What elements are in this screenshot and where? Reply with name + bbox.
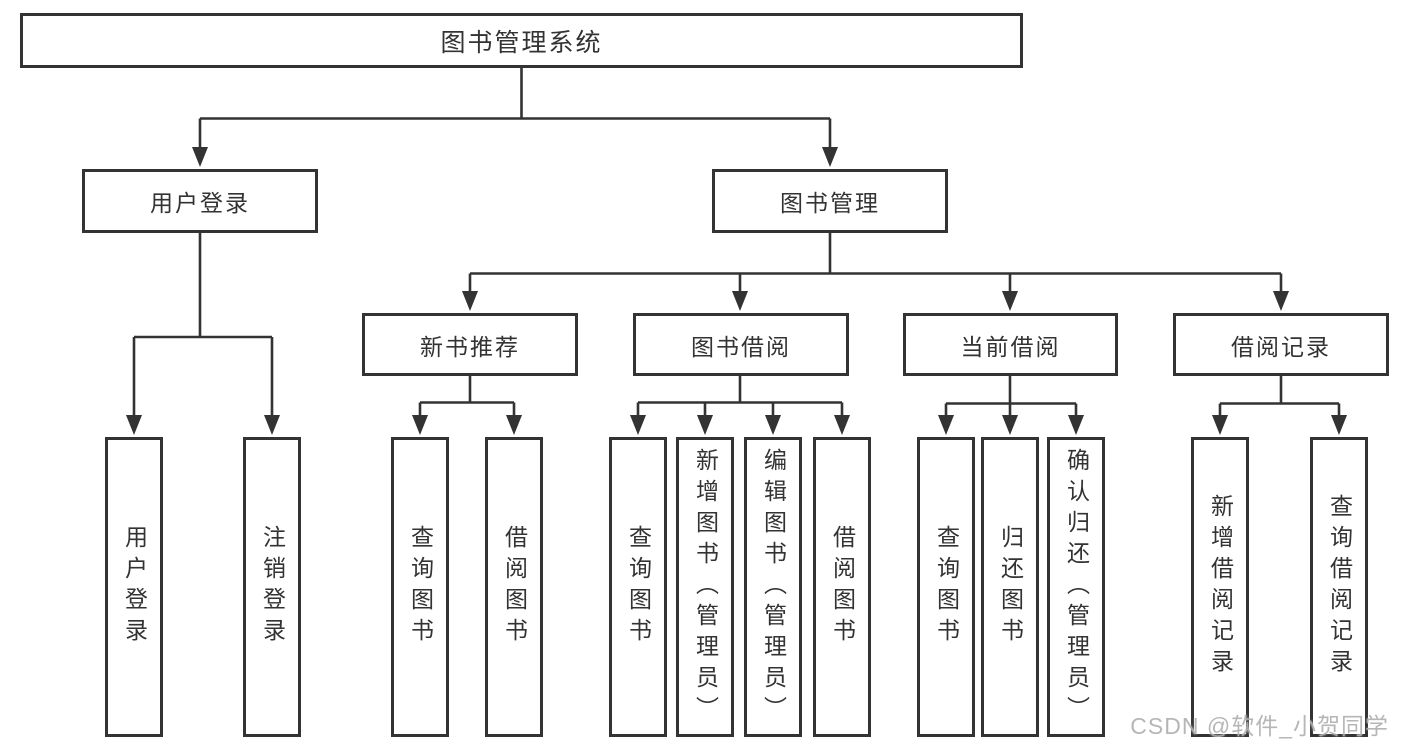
arrowhead [630, 415, 646, 435]
connector-book-borrow-branch [630, 376, 850, 435]
leaf-user-login: 用户登录 [105, 437, 163, 737]
arrowhead [506, 415, 522, 435]
leaf-borrow-books-recommend: 借阅图书 [485, 437, 543, 737]
arrowhead [1331, 415, 1347, 435]
watermark-csdn: CSDN @软件_小贺同学 [1130, 713, 1389, 739]
node-user-login: 用户登录 [82, 169, 318, 233]
connector-new-book-branch [412, 376, 522, 435]
node-book-management: 图书管理 [712, 169, 948, 233]
arrowhead [462, 291, 478, 311]
arrowhead [697, 415, 713, 435]
leaf-add-book-admin: 新增图书（管理员） [676, 437, 734, 737]
leaf-edit-book-admin: 编辑图书（管理员） [744, 437, 802, 737]
arrowhead [1068, 415, 1084, 435]
arrowhead [1212, 415, 1228, 435]
arrowhead [822, 147, 838, 167]
arrowhead [765, 415, 781, 435]
leaf-query-books-recommend: 查询图书 [391, 437, 449, 737]
leaf-confirm-return-admin: 确认归还（管理员） [1047, 437, 1105, 737]
arrowhead [126, 415, 142, 435]
arrowhead [192, 147, 208, 167]
connector-borrow-record-branch [1212, 376, 1347, 435]
arrowhead [1002, 291, 1018, 311]
leaf-add-borrow-record: 新增借阅记录 [1191, 437, 1249, 737]
arrowhead [1273, 291, 1289, 311]
connector-user-login-branch [126, 233, 280, 435]
node-current-borrow: 当前借阅 [903, 313, 1118, 376]
leaf-borrow-books: 借阅图书 [813, 437, 871, 737]
connector-current-borrow-branch [938, 376, 1084, 435]
arrowhead [412, 415, 428, 435]
leaf-return-book: 归还图书 [981, 437, 1039, 737]
arrowhead [732, 291, 748, 311]
connector-book-mgmt-branch [462, 233, 1289, 311]
leaf-query-books-current: 查询图书 [917, 437, 975, 737]
arrowhead [834, 415, 850, 435]
leaf-query-books-borrow: 查询图书 [609, 437, 667, 737]
leaf-logout: 注销登录 [243, 437, 301, 737]
arrowhead [1002, 415, 1018, 435]
node-root-library-system: 图书管理系统 [20, 13, 1023, 68]
arrowhead [264, 415, 280, 435]
leaf-query-borrow-record: 查询借阅记录 [1310, 437, 1368, 737]
connector-root-to-level2 [192, 68, 838, 167]
node-borrow-record: 借阅记录 [1173, 313, 1389, 376]
arrowhead [938, 415, 954, 435]
node-book-borrow: 图书借阅 [633, 313, 849, 376]
node-new-book-recommend: 新书推荐 [362, 313, 578, 376]
